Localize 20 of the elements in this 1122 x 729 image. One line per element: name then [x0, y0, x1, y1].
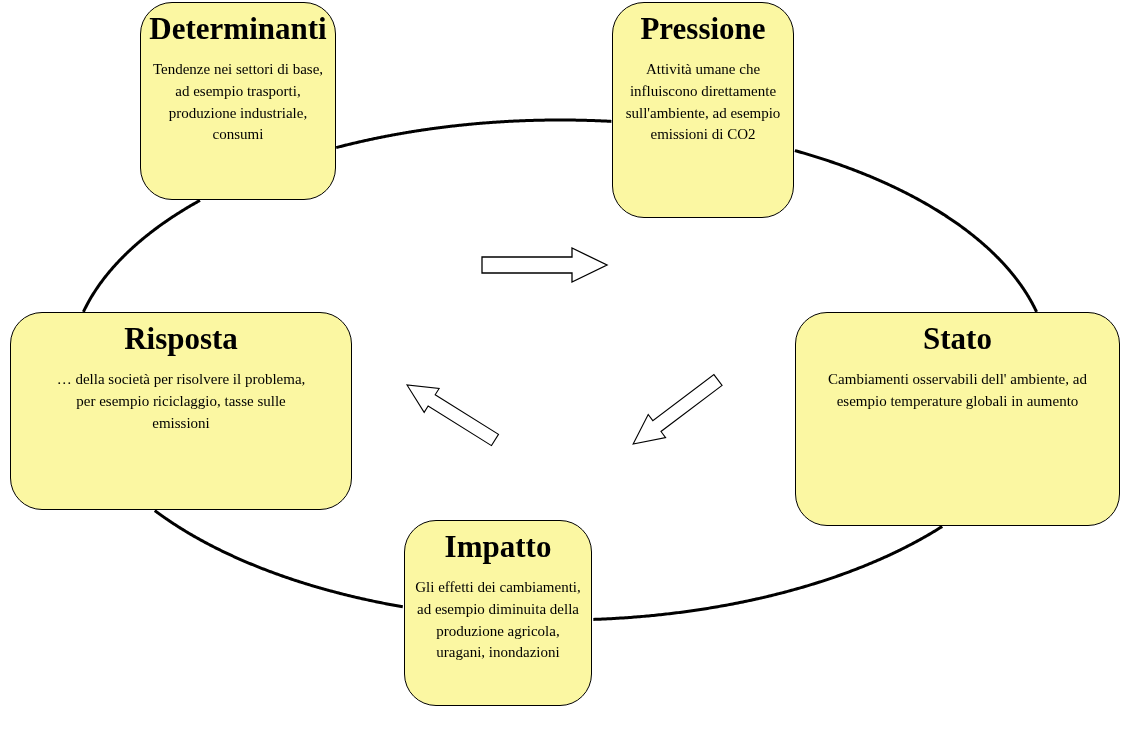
rounded-box — [612, 2, 794, 218]
connector-line — [153, 509, 404, 609]
box-title: Risposta — [123, 321, 239, 357]
connector-line — [82, 199, 201, 313]
box-title: Determinanti — [148, 11, 328, 47]
box-description: Cambiamenti osservabili dell' ambiente, ad esempio temperature globali in aumento — [827, 370, 1088, 411]
box-title: Pressione — [639, 11, 767, 47]
rounded-box — [140, 2, 336, 200]
connector-line — [794, 149, 1038, 313]
rounded-box — [795, 312, 1120, 526]
connector-line — [593, 525, 944, 621]
rounded-box — [404, 520, 592, 706]
box-description: … della società per risolvere il problema, per esempio riciclaggio, tasse sulle emissioni — [55, 370, 307, 433]
box-title: Impatto — [443, 529, 553, 565]
box-title: Stato — [922, 321, 993, 357]
box-description: Tendenze nei settori di base, ad esempio trasporti, produzione industriale, consumi — [151, 60, 325, 145]
box-description: Attività umane che influiscono direttamente sull'ambiente, ad esempio emissioni di CO2 — [624, 60, 782, 145]
box-description: Gli effetti dei cambiamenti, ad esempio diminuita della produzione agricola, uragani, inondazioni — [414, 578, 582, 663]
rounded-box — [10, 312, 352, 510]
connector-line — [335, 118, 612, 150]
